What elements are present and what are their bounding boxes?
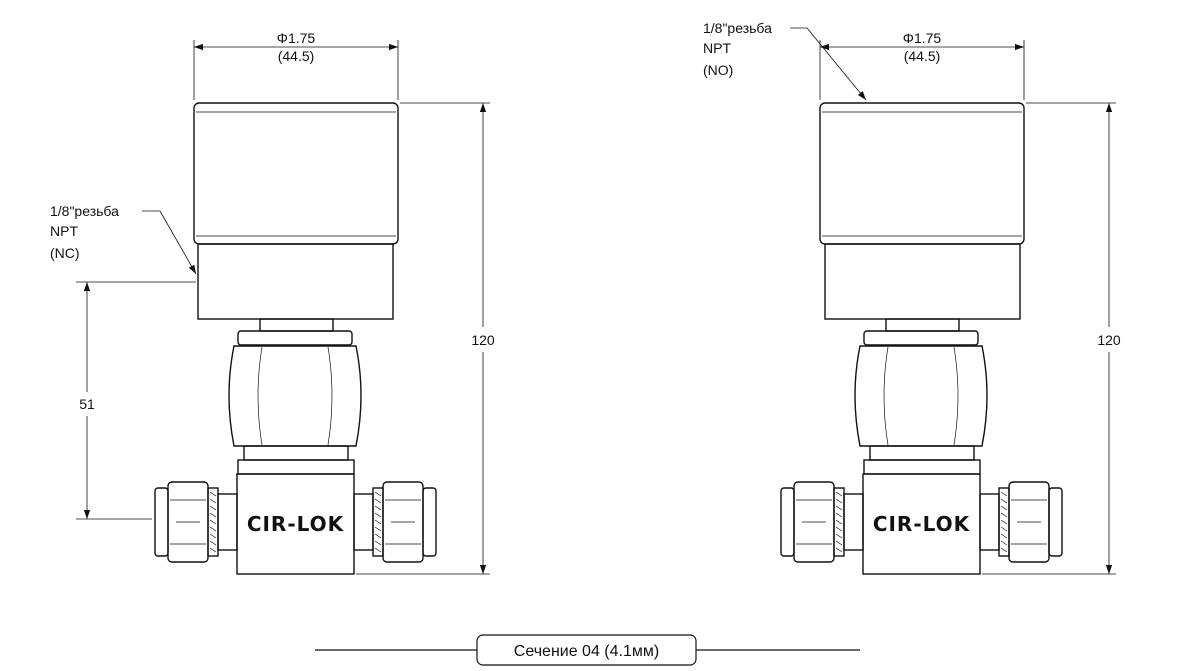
section-label: Сечение 04 (4.1мм) [514, 643, 659, 660]
diameter-label: Φ1.75 [903, 30, 942, 46]
diameter-mm-label: (44.5) [278, 48, 315, 64]
lower-collar [243, 445, 349, 461]
height-label: 120 [471, 332, 495, 348]
body-collar [863, 459, 981, 475]
diameter-label: Φ1.75 [277, 30, 316, 46]
fitting-left [780, 481, 864, 563]
neck [885, 318, 960, 332]
bonnet-top [863, 330, 979, 346]
brand-logo: CIR-LOK [247, 512, 345, 536]
hex-nut [854, 345, 988, 447]
hex-nut [228, 345, 362, 447]
height-label: 120 [1097, 332, 1121, 348]
actuator-body [824, 243, 1021, 320]
diameter-mm-label: (44.5) [904, 48, 941, 64]
body-collar [237, 459, 355, 475]
valve-view-left: CIR-LOK [50, 30, 495, 575]
lower-collar [869, 445, 975, 461]
bonnet-top [237, 330, 353, 346]
fitting-right [353, 481, 437, 563]
actuator-cap [193, 102, 399, 245]
section-label-box [476, 634, 697, 666]
port-label-line2: NPT [703, 40, 731, 56]
fitting-right [979, 481, 1063, 563]
port-label-line3: (NC) [50, 245, 80, 261]
valve-view-right: CIR-LOK [703, 20, 1121, 575]
port-label-line2: NPT [50, 223, 78, 239]
section-caption: Сечение 04 (4.1мм) [315, 634, 860, 666]
fitting-left [154, 481, 238, 563]
actuator-body [197, 243, 394, 320]
neck [259, 318, 334, 332]
port-label-line1: 1/8"резьба [703, 20, 772, 36]
inlet-height-label: 51 [79, 396, 95, 412]
brand-logo: CIR-LOK [873, 512, 971, 536]
port-label-line1: 1/8"резьба [50, 203, 119, 219]
port-label-line3: (NO) [703, 62, 733, 78]
actuator-cap [819, 102, 1025, 245]
